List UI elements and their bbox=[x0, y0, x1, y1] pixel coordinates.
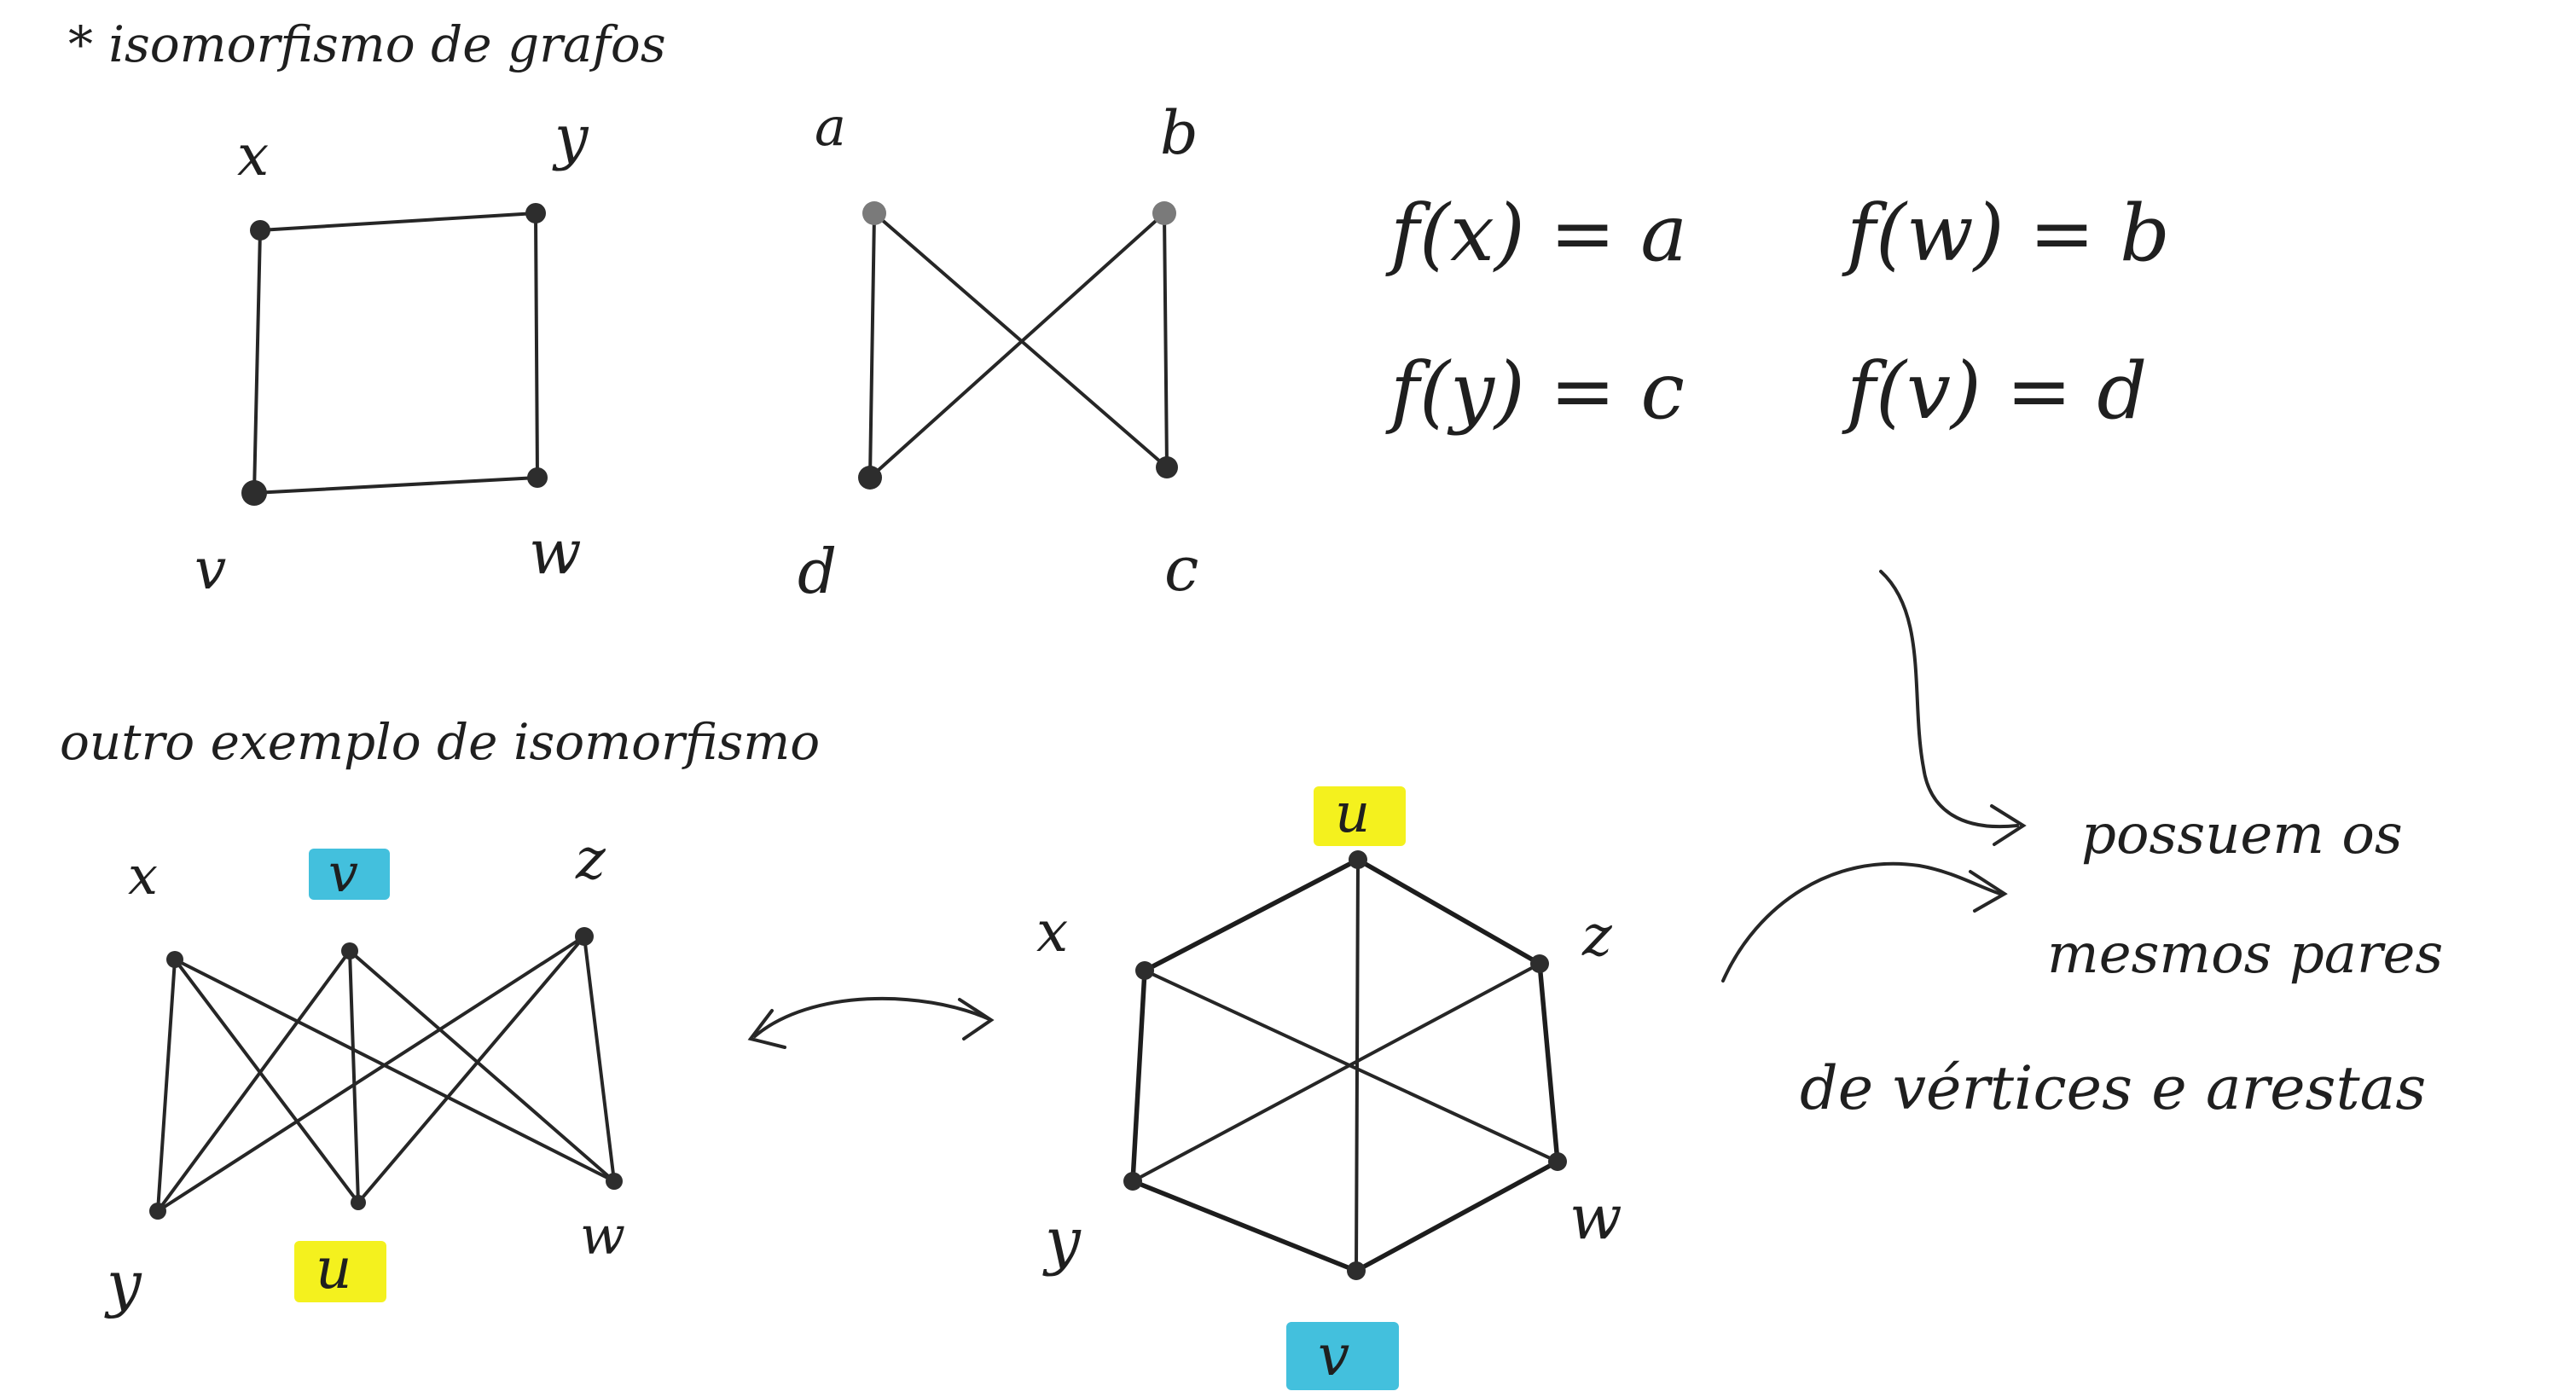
conclusion-note: possuem os mesmos pares de vértices e ar… bbox=[1800, 803, 2443, 1123]
page-title: * isomorfismo de grafos bbox=[68, 15, 666, 73]
label-u: u bbox=[316, 1236, 352, 1301]
edge-v-x bbox=[252, 229, 262, 495]
edge-w-v bbox=[252, 476, 539, 495]
edge-a-d bbox=[868, 212, 876, 479]
label-y: y bbox=[552, 102, 589, 172]
edge-x-y bbox=[258, 212, 537, 232]
mapping-fw: f(w) = b bbox=[1842, 188, 2170, 279]
double-arrow bbox=[747, 996, 995, 1049]
node-b bbox=[1152, 201, 1176, 225]
edge-x-u bbox=[1142, 857, 1361, 973]
node-y bbox=[149, 1203, 166, 1220]
node-v bbox=[241, 480, 267, 506]
node-x bbox=[250, 220, 270, 241]
node-x bbox=[166, 951, 183, 968]
node-v bbox=[1347, 1261, 1366, 1280]
label-x: x bbox=[128, 844, 158, 907]
graph-4-hexagon: u x z y w v bbox=[1036, 782, 1622, 1390]
edge-v-w bbox=[348, 949, 616, 1183]
node-u bbox=[1349, 850, 1367, 869]
edge-y-x bbox=[1130, 968, 1147, 1184]
node-c bbox=[1156, 456, 1178, 478]
edge-z-w bbox=[1537, 961, 1560, 1164]
node-a bbox=[862, 201, 886, 225]
arrow-mapping-to-conclusion bbox=[1879, 570, 2027, 846]
edge-x-u bbox=[173, 958, 360, 1204]
label-a: a bbox=[815, 96, 846, 158]
subtitle: outro exemplo de isomorfismo bbox=[60, 713, 820, 771]
conclusion-line-1: possuem os bbox=[2081, 803, 2403, 867]
node-y bbox=[1123, 1172, 1142, 1191]
node-x bbox=[1135, 961, 1154, 980]
edge-x-y bbox=[156, 958, 177, 1213]
edge-z-y bbox=[156, 935, 586, 1213]
node-d bbox=[858, 466, 882, 490]
highlight-u bbox=[1314, 786, 1406, 846]
edge-b-c bbox=[1163, 212, 1169, 469]
isomorphism-mapping: f(x) = a f(w) = b f(y) = c f(v) = d bbox=[1385, 188, 2170, 437]
label-v: v bbox=[328, 842, 358, 904]
label-x: x bbox=[237, 123, 269, 188]
label-u: u bbox=[1335, 782, 1370, 845]
label-v: v bbox=[1318, 1323, 1349, 1388]
label-z: z bbox=[575, 826, 606, 892]
label-w: w bbox=[529, 516, 582, 588]
conclusion-line-2: mesmos pares bbox=[2047, 923, 2443, 986]
label-c: c bbox=[1164, 533, 1198, 605]
node-v bbox=[341, 942, 358, 959]
edge-z-w bbox=[583, 935, 616, 1183]
edge-b-d bbox=[868, 212, 1166, 479]
node-z bbox=[1530, 954, 1549, 973]
label-d: d bbox=[798, 536, 837, 607]
mapping-fv: f(v) = d bbox=[1842, 345, 2147, 437]
edge-u-v bbox=[1355, 858, 1360, 1272]
graph-3-bipartite: x v z y u w bbox=[104, 826, 625, 1319]
node-w bbox=[1548, 1152, 1567, 1171]
arrow-hexagon-to-conclusion bbox=[1721, 861, 2008, 983]
label-z: z bbox=[1581, 903, 1613, 969]
graph-2-bowtie: a b c d bbox=[798, 96, 1198, 607]
edge-x-w bbox=[173, 958, 616, 1183]
edge-z-y bbox=[1131, 962, 1541, 1183]
node-w bbox=[606, 1173, 623, 1190]
graph-1-square: x y v w bbox=[194, 102, 589, 602]
edge-y-w bbox=[534, 212, 539, 479]
label-v: v bbox=[194, 536, 226, 602]
edge-v-y bbox=[1130, 1179, 1359, 1273]
highlight-v bbox=[309, 849, 390, 900]
node-y bbox=[525, 203, 546, 223]
edge-z-u bbox=[357, 935, 586, 1204]
highlight-u bbox=[294, 1241, 386, 1302]
label-b: b bbox=[1160, 98, 1198, 168]
node-w bbox=[527, 467, 548, 488]
label-x: x bbox=[1036, 899, 1068, 965]
label-w: w bbox=[580, 1204, 625, 1267]
node-z bbox=[575, 927, 594, 946]
label-y: y bbox=[1042, 1204, 1082, 1278]
label-y: y bbox=[104, 1248, 142, 1319]
mapping-fy: f(y) = c bbox=[1385, 345, 1685, 437]
highlight-v bbox=[1286, 1322, 1399, 1390]
node-u bbox=[351, 1195, 366, 1210]
edge-u-z bbox=[1355, 857, 1542, 966]
edge-v-u bbox=[348, 949, 360, 1204]
edge-v-y bbox=[156, 949, 351, 1213]
conclusion-line-3: de vértices e arestas bbox=[1800, 1053, 2426, 1123]
edge-w-v bbox=[1354, 1159, 1560, 1273]
label-w: w bbox=[1569, 1181, 1622, 1253]
mapping-fx: f(x) = a bbox=[1385, 188, 1687, 279]
